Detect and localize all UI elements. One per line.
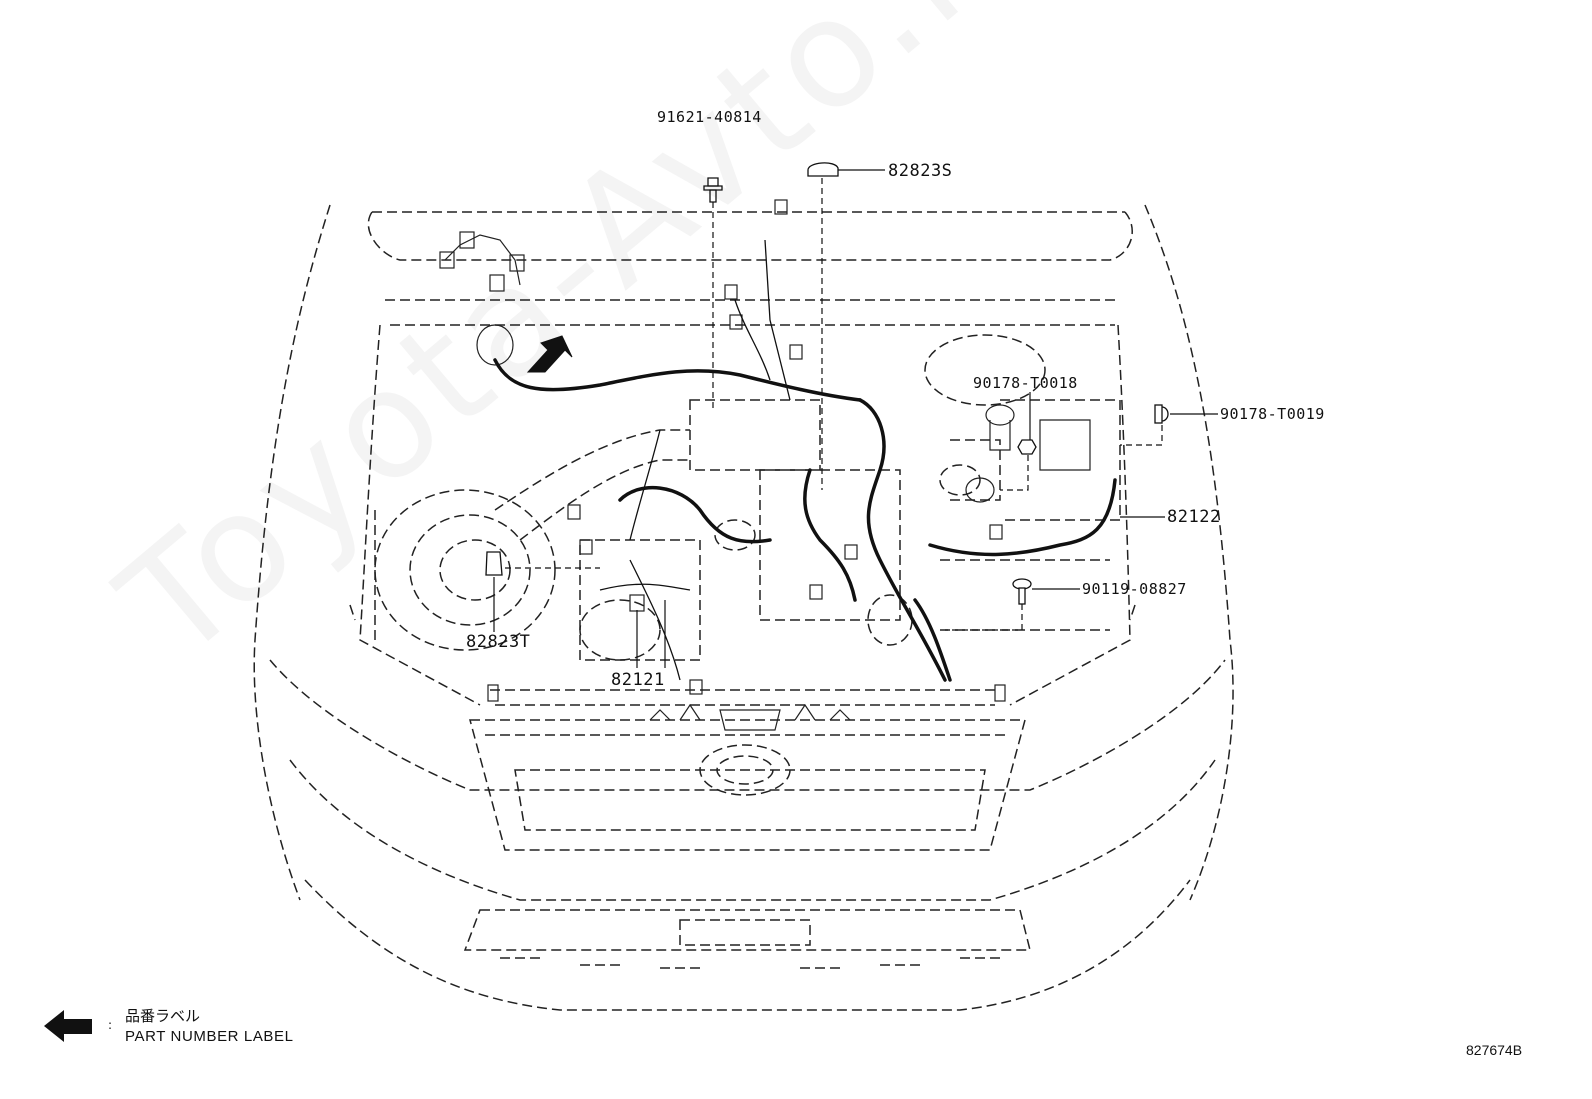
part-label-90178-T0018[interactable]: 90178-T0018 <box>973 374 1078 392</box>
diagram-code: 827674B <box>1466 1042 1523 1058</box>
legend-japanese-text: 品番ラベル <box>125 1007 201 1025</box>
part-label-91621-40814[interactable]: 91621-40814 <box>657 108 762 126</box>
legend-separator: : <box>108 1018 113 1032</box>
part-label-82121[interactable]: 82121 <box>611 670 665 690</box>
nut-icon <box>1154 404 1169 424</box>
sensor-icon <box>485 551 503 576</box>
part-label-82823T[interactable]: 82823T <box>466 632 531 652</box>
nut-icon <box>1017 439 1037 455</box>
part-label-82823S[interactable]: 82823S <box>888 161 953 181</box>
clamp-icon <box>807 162 839 177</box>
part-label-82122[interactable]: 82122 <box>1167 507 1221 527</box>
legend-arrow-icon <box>44 1010 92 1042</box>
part-label-90119-08827[interactable]: 90119-08827 <box>1082 580 1187 598</box>
legend-english-text: PART NUMBER LABEL <box>125 1028 294 1045</box>
bolt-icon <box>703 177 723 203</box>
bolt-icon <box>1012 578 1032 605</box>
part-label-90178-T0019[interactable]: 90178-T0019 <box>1220 405 1325 423</box>
